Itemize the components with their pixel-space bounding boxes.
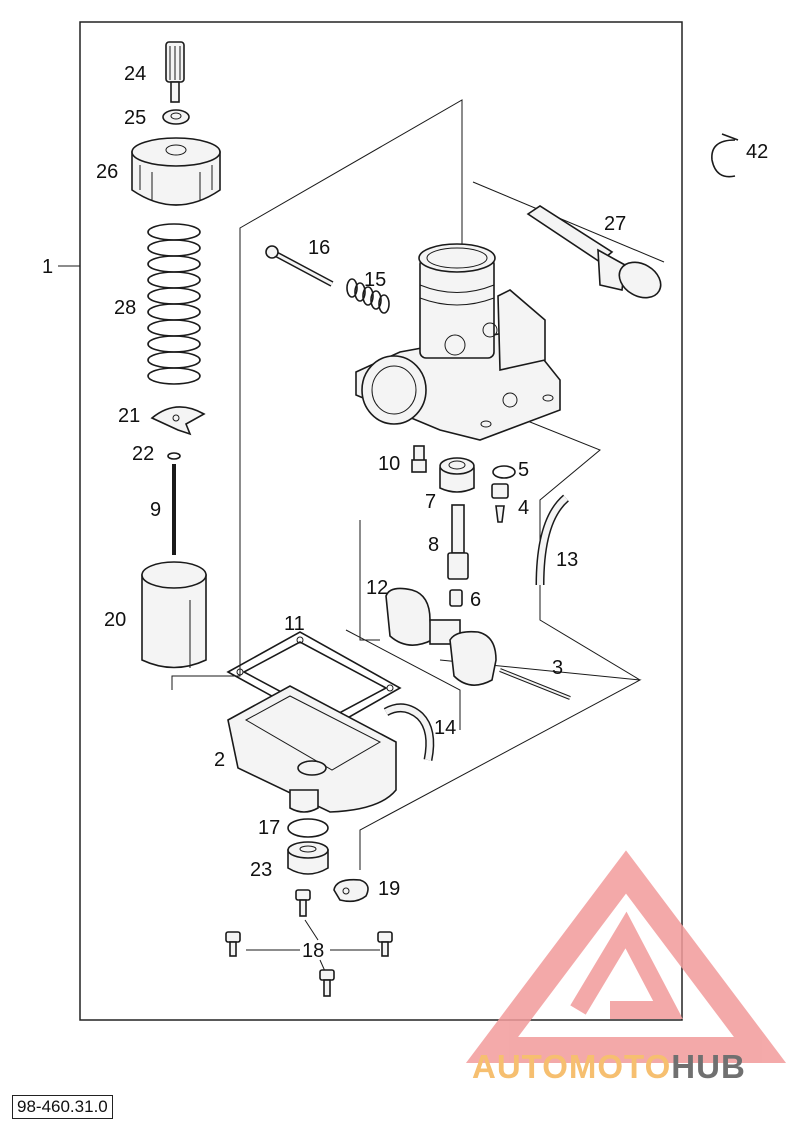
part-27-choke-plunger [526,205,662,299]
part-10-pilot-jet [411,445,427,473]
label-1: 1 [42,256,53,278]
part-24-adjuster-screw [165,41,185,103]
part-4-float-valve [491,483,509,523]
label-18: 18 [302,940,324,962]
label-6: 6 [470,589,481,611]
part-20-throttle-slide [141,561,207,669]
label-26: 26 [96,161,118,183]
label-8: 8 [428,534,439,556]
label-17: 17 [258,817,280,839]
part-21-needle-clip-plate [150,406,206,436]
reference-code: 98-460.31.0 [12,1095,113,1119]
part-14-overflow-hose [383,703,435,761]
part-42-hose-clamp [711,133,739,178]
label-5: 5 [518,459,529,481]
part-labels: 1 2 3 4 5 6 7 8 9 10 11 12 13 14 15 16 1… [42,63,768,962]
watermark-logo-icon [465,850,787,1063]
leader-lines [58,99,665,979]
part-26-cap [131,137,221,206]
carburetor-body [355,243,561,441]
part-7-needle-jet-holder [439,457,475,493]
label-15: 15 [364,269,386,291]
label-25: 25 [124,107,146,129]
watermark-text-secondary: HUB [671,1048,746,1085]
label-28: 28 [114,297,136,319]
watermark-text-primary: AUTOMOTO [472,1048,672,1085]
part-28-spring [147,223,201,385]
part-22-circlip [167,452,181,460]
label-24: 24 [124,63,146,85]
label-3: 3 [552,657,563,679]
label-13: 13 [556,549,578,571]
label-7: 7 [425,491,436,513]
label-2: 2 [214,749,225,771]
label-9: 9 [150,499,161,521]
label-20: 20 [104,609,126,631]
part-13-vent-hose [535,494,570,586]
label-14: 14 [434,717,456,739]
label-42: 42 [746,141,768,163]
label-11: 11 [284,613,305,635]
part-12-float [385,587,497,686]
part-3-float-pin [499,668,571,700]
part-15-idle-spring [346,278,390,314]
label-12: 12 [366,577,388,599]
label-10: 10 [378,453,400,475]
label-21: 21 [118,405,140,427]
assembly-frame [79,21,683,1021]
label-23: 23 [250,859,272,881]
label-4: 4 [518,497,529,519]
part-25-nut [162,109,190,125]
part-19-bracket [333,878,369,903]
watermark-text: AUTOMOTOHUB [472,1048,746,1086]
label-27: 27 [604,213,626,235]
part-16-idle-screw [265,245,334,287]
part-2-float-bowl [227,685,397,813]
label-16: 16 [308,237,330,259]
part-8-main-jet-holder [447,504,469,580]
part-5-o-ring [492,465,516,479]
part-23-drain-plug [287,841,329,875]
part-17-o-ring [287,818,329,838]
label-19: 19 [378,878,400,900]
part-6-main-jet [449,589,463,607]
label-22: 22 [132,443,154,465]
part-18-screws [225,889,393,997]
